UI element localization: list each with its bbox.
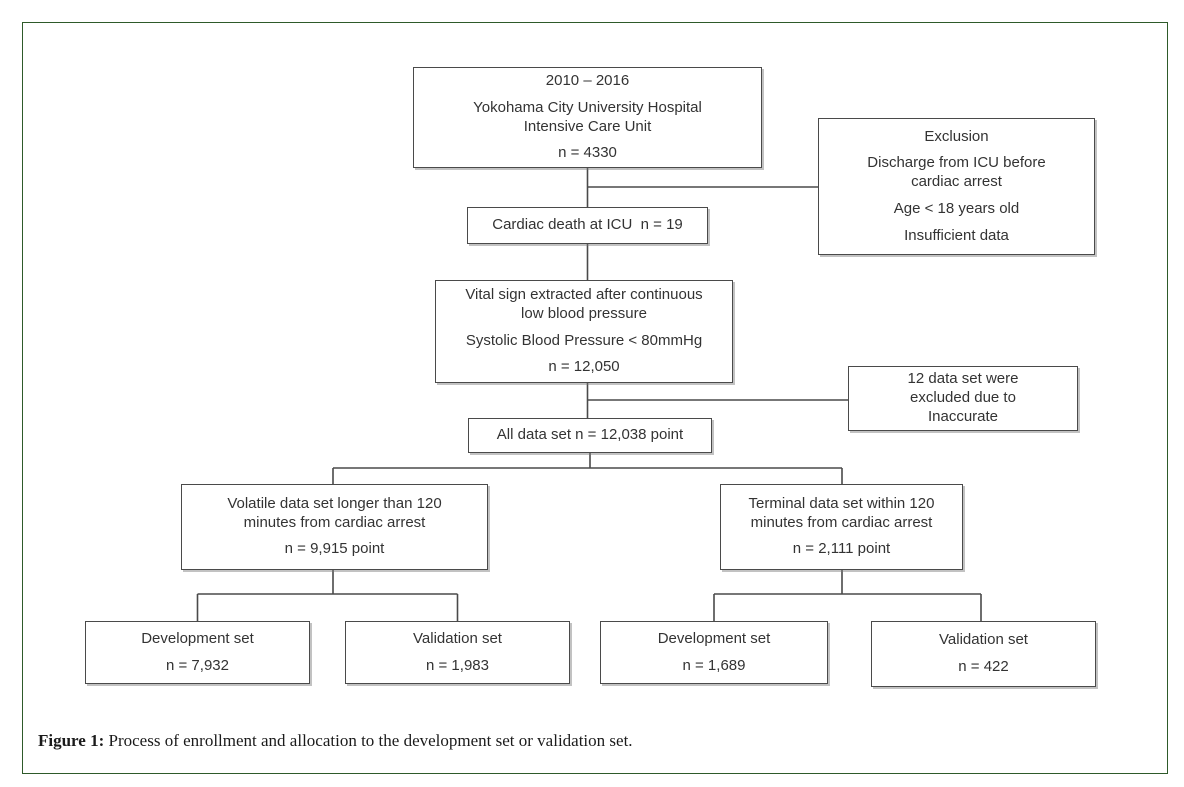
figure-border <box>22 22 1168 774</box>
figure-caption-label: Figure 1: <box>38 731 105 750</box>
node-cardiac-death: Cardiac death at ICU n = 19 <box>467 207 708 244</box>
figure-caption-text: Process of enrollment and allocation to … <box>104 731 633 750</box>
node-all-data-set: All data set n = 12,038 point <box>468 418 712 453</box>
figure-caption: Figure 1: Process of enrollment and allo… <box>38 731 633 751</box>
